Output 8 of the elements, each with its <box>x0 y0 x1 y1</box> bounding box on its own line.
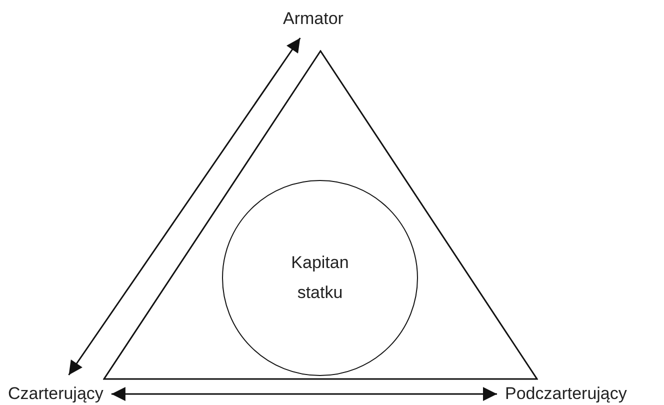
role-label: Armator <box>283 8 344 30</box>
role-label: Podczarterujący <box>505 383 627 405</box>
role-label: Czarterujący <box>8 383 104 405</box>
double-arrow <box>111 387 497 401</box>
triangle-shape <box>103 50 538 380</box>
circle-label: Kapitan statku <box>290 252 350 304</box>
double-arrow <box>68 38 301 376</box>
circle-node <box>222 180 418 376</box>
